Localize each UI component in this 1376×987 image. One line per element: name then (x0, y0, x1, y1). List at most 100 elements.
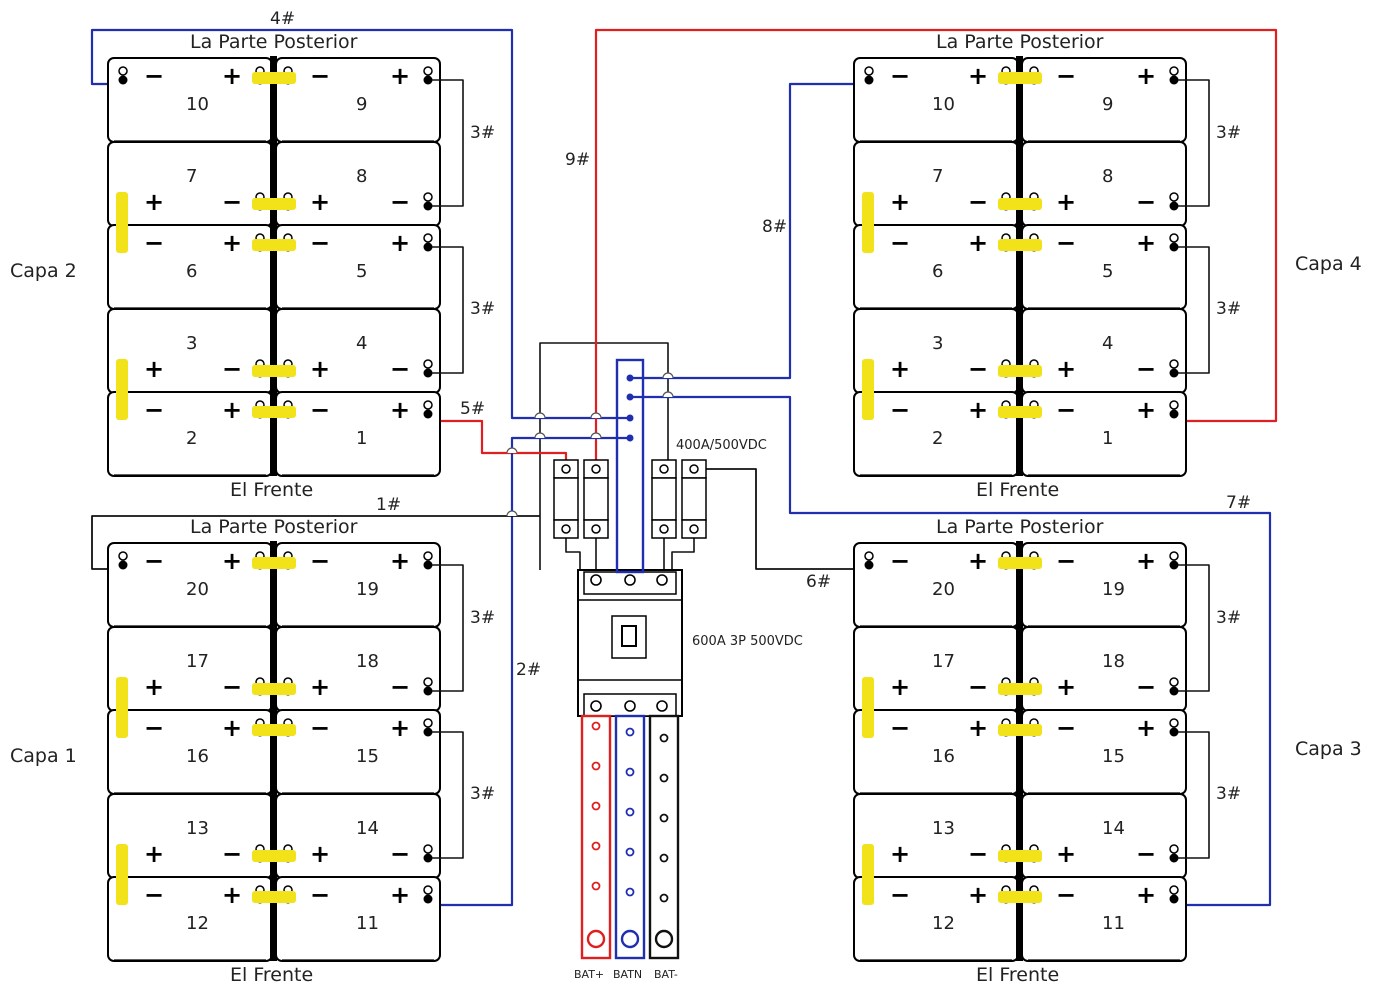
center-link (252, 724, 296, 736)
layer-name: Capa 3 (1295, 738, 1362, 760)
polarity-sign: − (222, 673, 242, 701)
polarity-sign: − (310, 62, 330, 90)
side-link (862, 192, 874, 253)
side-link (862, 844, 874, 905)
polarity-sign: + (144, 188, 164, 216)
polarity-sign: + (144, 355, 164, 383)
wire-label-3: 3# (470, 123, 495, 143)
battery-number: 8 (1102, 166, 1113, 187)
polarity-sign: − (1056, 714, 1076, 742)
wire-crossing-hop (506, 447, 518, 454)
battery-number: 17 (186, 651, 209, 672)
terminal-ring (423, 233, 433, 243)
neutral-terminal (626, 393, 634, 401)
polarity-sign: + (968, 881, 988, 909)
center-panel (553, 358, 707, 960)
jumper-wire (432, 79, 464, 207)
terminal-ring (118, 66, 128, 76)
polarity-sign: − (222, 355, 242, 383)
breaker-handle (621, 625, 637, 647)
polarity-sign: + (390, 714, 410, 742)
terminal-post (1169, 409, 1179, 419)
busbar-hole (625, 847, 635, 857)
terminal-ring (1169, 551, 1179, 561)
busbar-bat-minus (648, 714, 680, 960)
battery-number: 13 (932, 818, 955, 839)
terminal-post (423, 686, 433, 696)
terminal-ring (1169, 359, 1179, 369)
busbar-hole (625, 767, 635, 777)
terminal-post (1169, 368, 1179, 378)
fuse-terminal (591, 464, 601, 474)
jumper-wire (432, 246, 464, 374)
busbar-label-bat-minus: BAT- (654, 968, 678, 981)
breaker-rating: 600A 3P 500VDC (692, 634, 803, 649)
polarity-sign: − (1136, 355, 1156, 383)
polarity-sign: − (390, 188, 410, 216)
busbar-hole (591, 761, 601, 771)
terminal-post (423, 201, 433, 211)
polarity-sign: + (890, 188, 910, 216)
layer-name: Capa 1 (10, 745, 77, 767)
battery-number: 2 (186, 428, 197, 449)
battery-number: 13 (186, 818, 209, 839)
side-link (862, 677, 874, 738)
battery-number: 10 (186, 94, 209, 115)
polarity-sign: − (1136, 188, 1156, 216)
breaker-terminal (624, 700, 636, 712)
terminal-ring (1169, 844, 1179, 854)
terminal-post (423, 75, 433, 85)
polarity-sign: + (222, 881, 242, 909)
terminal-ring (864, 551, 874, 561)
wire-crossing-hop (534, 432, 546, 439)
fuse-rating: 400A/500VDC (676, 438, 767, 453)
battery-number: 3 (932, 333, 943, 354)
polarity-sign: + (1056, 355, 1076, 383)
fuse-right-2 (681, 477, 707, 521)
jumper-wire (432, 731, 464, 859)
front-label: El Frente (976, 479, 1059, 501)
side-link (862, 359, 874, 420)
terminal-post (423, 853, 433, 863)
center-link (998, 239, 1042, 251)
polarity-sign: − (310, 229, 330, 257)
polarity-sign: − (390, 673, 410, 701)
terminal-ring (1169, 885, 1179, 895)
center-link (998, 891, 1042, 903)
polarity-sign: + (968, 547, 988, 575)
terminal-post (1169, 727, 1179, 737)
wire-label-3: 3# (1216, 299, 1241, 319)
side-link (116, 677, 128, 738)
terminal-ring (1169, 192, 1179, 202)
terminal-post (423, 242, 433, 252)
polarity-sign: + (1056, 840, 1076, 868)
battery-number: 19 (1102, 579, 1125, 600)
battery-number: 6 (932, 261, 943, 282)
center-link (252, 239, 296, 251)
polarity-sign: + (968, 396, 988, 424)
polarity-sign: − (890, 396, 910, 424)
wire-label-3: 3# (470, 784, 495, 804)
wire-6 (694, 468, 868, 570)
terminal-ring (1169, 233, 1179, 243)
polarity-sign: + (390, 547, 410, 575)
center-link (252, 198, 296, 210)
polarity-sign: + (1136, 547, 1156, 575)
polarity-sign: − (144, 62, 164, 90)
battery-number: 1 (356, 428, 367, 449)
jumper-wire (1178, 79, 1210, 207)
layer-name: Capa 2 (10, 260, 77, 282)
polarity-sign: + (1136, 62, 1156, 90)
terminal-post (1169, 560, 1179, 570)
center-link (998, 72, 1042, 84)
battery-number: 18 (356, 651, 379, 672)
busbar-lug (654, 929, 674, 949)
battery-number: 14 (1102, 818, 1125, 839)
wire-crossing-hop (590, 432, 602, 439)
terminal-ring (118, 551, 128, 561)
polarity-sign: − (890, 547, 910, 575)
polarity-sign: − (968, 188, 988, 216)
back-label: La Parte Posterior (190, 31, 358, 53)
busbar-label-batn: BATN (613, 968, 642, 981)
